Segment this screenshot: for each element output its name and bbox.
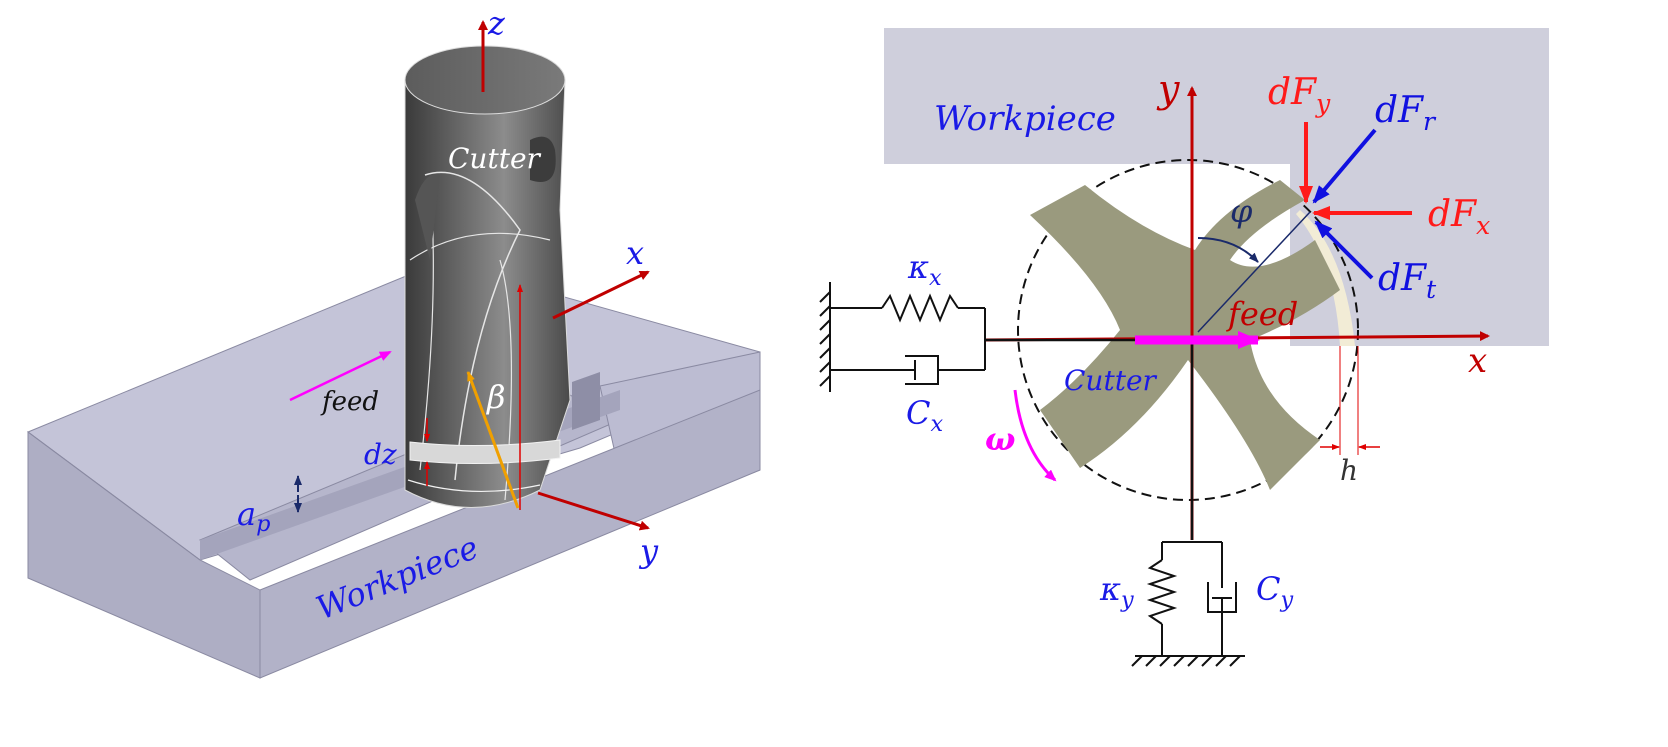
x-axis-label-right: x bbox=[1468, 341, 1487, 381]
workpiece-rect bbox=[884, 28, 1549, 164]
z-axis-label: z bbox=[487, 4, 506, 42]
phi-label: φ bbox=[1230, 192, 1253, 230]
dFx-label: dFx bbox=[1428, 194, 1490, 240]
dz-label: dz bbox=[364, 438, 397, 471]
cy-label: Cy bbox=[1256, 570, 1293, 613]
cutter-body bbox=[404, 45, 571, 508]
dFy-label: dFy bbox=[1268, 72, 1331, 118]
left-figure: z x y Cutter β feed dz ap Workpiece bbox=[26, 4, 761, 679]
x-axis-label: x bbox=[626, 234, 644, 272]
spring-damper-x bbox=[819, 282, 986, 392]
beta-label: β bbox=[486, 378, 506, 416]
force-dFt-arrow bbox=[1314, 220, 1374, 280]
right-figure: Workpiece Cutter y x feed φ ω h dFy dFr … bbox=[819, 28, 1549, 667]
cutter-label: Cutter bbox=[448, 142, 542, 175]
spring-damper-y bbox=[1131, 541, 1245, 667]
cutter-label-right: Cutter bbox=[1064, 364, 1158, 397]
feed-arrow bbox=[289, 350, 392, 402]
omega-label: ω bbox=[985, 420, 1015, 458]
feed-label-right: feed bbox=[1226, 295, 1298, 333]
omega-arc bbox=[1013, 389, 1057, 482]
y-axis-line bbox=[537, 491, 650, 531]
x-axis-line bbox=[552, 270, 650, 320]
workpiece-rect-right bbox=[1290, 164, 1549, 346]
h-label: h bbox=[1340, 454, 1358, 487]
kx-label: κx bbox=[907, 248, 942, 291]
tooth-radius-line bbox=[1197, 211, 1311, 333]
ky-label: κy bbox=[1099, 570, 1134, 613]
dFr-label: dFr bbox=[1375, 90, 1437, 136]
tool-path-circle bbox=[1017, 159, 1359, 501]
feed-label: feed bbox=[320, 387, 379, 417]
y-axis-label: y bbox=[638, 532, 659, 570]
dFt-label: dFt bbox=[1378, 258, 1437, 304]
chip-region bbox=[1296, 210, 1355, 346]
cx-label: Cx bbox=[906, 394, 943, 437]
cutter-cross bbox=[1030, 180, 1340, 490]
helix-line bbox=[466, 371, 520, 509]
force-dFr-arrow bbox=[1312, 128, 1377, 204]
y-axis-label-right: y bbox=[1156, 67, 1180, 111]
ap-label: ap bbox=[237, 495, 270, 537]
phi-arc bbox=[1197, 237, 1259, 263]
workpiece-label-right: Workpiece bbox=[934, 99, 1116, 139]
